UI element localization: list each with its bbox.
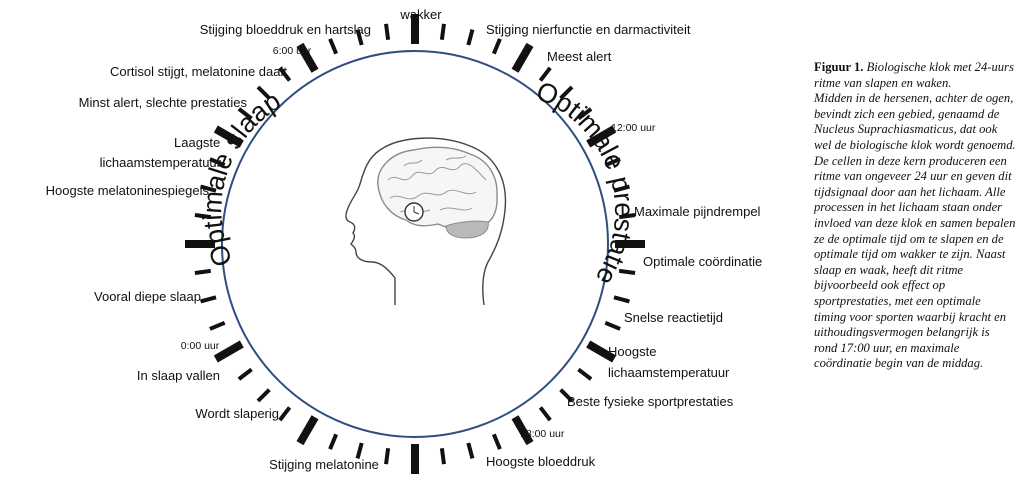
biological-clock-diagram: Optimale slaap Optimale prestatie 6:00 u…	[46, 7, 762, 474]
caption-title-text: Biologische klok met 24-uurs ritme van s…	[814, 60, 1014, 90]
clock-ring	[221, 50, 609, 438]
label-coordinatie: Optimale coördinatie	[643, 254, 762, 269]
brain-folds	[387, 155, 487, 213]
hour-ticks	[185, 14, 645, 474]
tick-minor	[194, 213, 212, 220]
tick-minor	[355, 442, 364, 459]
tick-major	[213, 125, 244, 148]
arc-text-prestatie: Optimale prestatie	[532, 76, 639, 291]
tick-minor	[355, 29, 364, 46]
tick-minor	[256, 85, 271, 100]
label-minst-alert: Minst alert, slechte prestaties	[79, 95, 248, 110]
label-cortisol: Cortisol stijgt, melatonine daalt	[110, 64, 287, 79]
tick-minor	[237, 107, 253, 121]
tick-major	[296, 42, 319, 73]
tick-minor	[538, 66, 552, 82]
tick-minor	[278, 66, 292, 82]
tick-major	[213, 340, 244, 363]
tick-major	[586, 340, 617, 363]
tick-minor	[577, 107, 593, 121]
label-laagste-temp-2: lichaamstemperatuur	[100, 155, 222, 170]
label-slaperig: Wordt slaperig	[195, 406, 279, 421]
label-in-slaap: In slaap vallen	[137, 368, 220, 383]
label-reactietijd: Snelse reactietijd	[624, 310, 723, 325]
tick-minor	[278, 406, 292, 422]
tick-minor	[491, 433, 502, 450]
arc-label-optimale-prestatie: Optimale prestatie	[532, 76, 639, 291]
tick-minor	[466, 29, 475, 46]
tick-minor	[618, 268, 636, 275]
tick-minor	[209, 157, 226, 168]
tick-minor	[237, 367, 253, 381]
label-nierfunctie: Stijging nierfunctie en darmactiviteit	[486, 22, 691, 37]
time-18: 18:00 uur	[520, 428, 565, 440]
arc-label-optimale-slaap: Optimale slaap	[197, 85, 286, 270]
tick-minor	[618, 213, 636, 220]
tick-minor	[200, 184, 217, 193]
head-illustration	[345, 137, 507, 306]
tick-minor	[200, 295, 217, 304]
label-pijndrempel: Maximale pijndrempel	[634, 204, 761, 219]
tick-minor	[559, 388, 574, 403]
label-diepe-slaap: Vooral diepe slaap	[94, 289, 201, 304]
tick-minor	[604, 320, 621, 331]
tick-major	[296, 415, 319, 446]
tick-minor	[613, 184, 630, 193]
tick-minor	[604, 157, 621, 168]
tick-minor	[194, 268, 212, 275]
cerebellum	[445, 220, 489, 239]
label-bloeddruk-hartslag: Stijging bloeddruk en hartslag	[200, 22, 371, 37]
time-12: 12:00 uur	[611, 122, 656, 134]
label-meest-alert: Meest alert	[547, 49, 612, 64]
tick-minor	[384, 23, 391, 41]
label-hoogste-temp-2: lichaamstemperatuur	[608, 365, 730, 380]
tick-minor	[209, 320, 226, 331]
tick-minor	[328, 38, 339, 55]
tick-minor	[613, 295, 630, 304]
label-laagste-temp-1: Laagste	[174, 135, 220, 150]
label-melatonine: Stijging melatonine	[269, 457, 379, 472]
caption-body: Midden in de hersenen, achter de ogen, b…	[814, 91, 1016, 371]
label-hoogste-temp-1: Hoogste	[608, 344, 656, 359]
caption-title: Figuur 1.	[814, 60, 864, 74]
tick-minor	[577, 367, 593, 381]
tick-major	[511, 42, 534, 73]
tick-minor	[538, 406, 552, 422]
label-wakker: wakker	[399, 7, 442, 22]
label-sportprestaties: Beste fysieke sportprestaties	[567, 394, 734, 409]
tick-minor	[384, 447, 391, 465]
arc-text-slaap: Optimale slaap	[197, 85, 286, 270]
tick-major	[511, 415, 534, 446]
tick-major	[586, 125, 617, 148]
tick-minor	[439, 23, 446, 41]
label-hoogste-melatonine: Hoogste melatoninespiegels	[46, 183, 210, 198]
tick-minor	[491, 38, 502, 55]
figure-caption: Figuur 1. Biologische klok met 24-uurs r…	[814, 60, 1016, 372]
clock-icon	[404, 202, 424, 222]
tick-minor	[439, 447, 446, 465]
time-0: 0:00 uur	[181, 340, 220, 352]
label-bloeddruk: Hoogste bloeddruk	[486, 454, 596, 469]
tick-minor	[256, 388, 271, 403]
tick-minor	[559, 85, 574, 100]
tick-minor	[466, 442, 475, 459]
time-6: 6:00 uur	[273, 45, 312, 57]
tick-minor	[328, 433, 339, 450]
